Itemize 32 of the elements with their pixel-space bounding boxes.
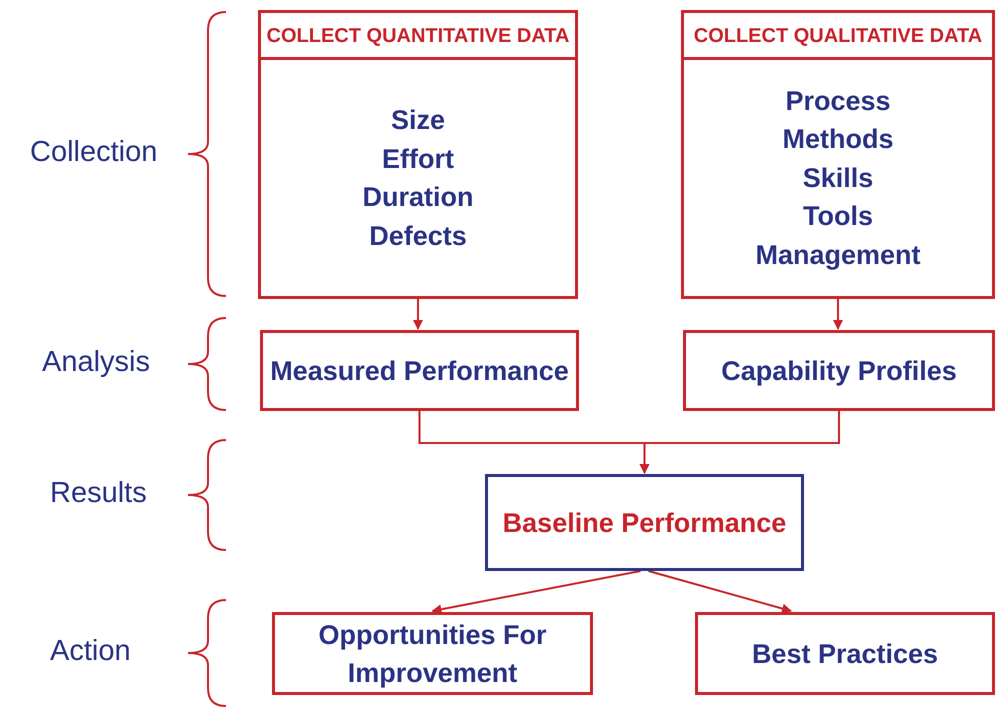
box-label: Opportunities For Improvement [318, 618, 548, 690]
process-box [683, 330, 995, 411]
arrow [640, 411, 840, 474]
list-item: Defects [369, 220, 467, 252]
box-label: Capability Profiles [720, 354, 958, 388]
process-box [695, 612, 995, 695]
box-label: Measured Performance [269, 354, 570, 388]
stage-label: Analysis [42, 346, 150, 379]
box-heading: COLLECT QUALITATIVE DATA [684, 13, 992, 60]
process-box [258, 10, 578, 299]
list-item: Effort [382, 142, 454, 176]
process-box [485, 474, 804, 571]
arrow [413, 299, 423, 330]
list-item: Size [390, 104, 446, 137]
list-item: Process [785, 84, 891, 118]
stage-label: Collection [30, 136, 158, 169]
stage-label: Action [50, 635, 131, 668]
list-item: Duration [362, 181, 474, 214]
list-item: Methods [782, 123, 894, 156]
list-item: Skills [802, 162, 874, 195]
stage-label: Results [50, 477, 147, 510]
list-item: Tools [802, 200, 873, 234]
arrow [833, 299, 843, 330]
process-box [260, 330, 579, 411]
box-label: Best Practices [750, 638, 940, 670]
arrow [432, 570, 641, 614]
process-box [272, 612, 593, 695]
box-label: Baseline Performance [502, 506, 788, 540]
process-box [681, 10, 995, 299]
list-item: Management [755, 238, 921, 272]
box-heading: COLLECT QUANTITATIVE DATA [261, 13, 575, 60]
arrow [648, 570, 792, 614]
